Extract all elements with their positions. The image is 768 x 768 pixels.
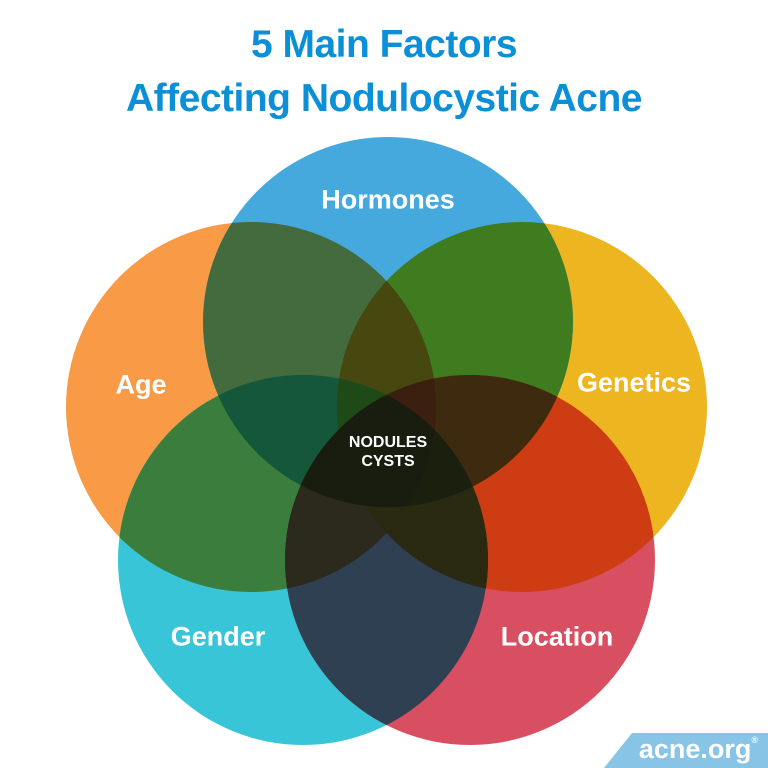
brand-badge: acne.org®: [604, 733, 768, 768]
label-gender: Gender: [170, 621, 266, 652]
brand-logo: acne.org®: [639, 736, 758, 763]
label-age: Age: [115, 369, 167, 400]
brand-name: acne.org: [638, 734, 752, 764]
title-line-1: 5 Main Factors: [250, 23, 518, 66]
center-label: NODULES CYSTS: [349, 433, 427, 471]
label-genetics: Genetics: [576, 367, 692, 398]
center-label-nodules: NODULES: [348, 433, 428, 451]
registered-mark-icon: ®: [751, 735, 758, 745]
center-label-cysts: CYSTS: [361, 453, 415, 470]
label-location: Location: [500, 621, 614, 652]
label-hormones: Hormones: [321, 184, 455, 215]
title-line-2: Affecting Nodulocystic Acne: [126, 77, 642, 120]
brand-background: [604, 733, 768, 768]
